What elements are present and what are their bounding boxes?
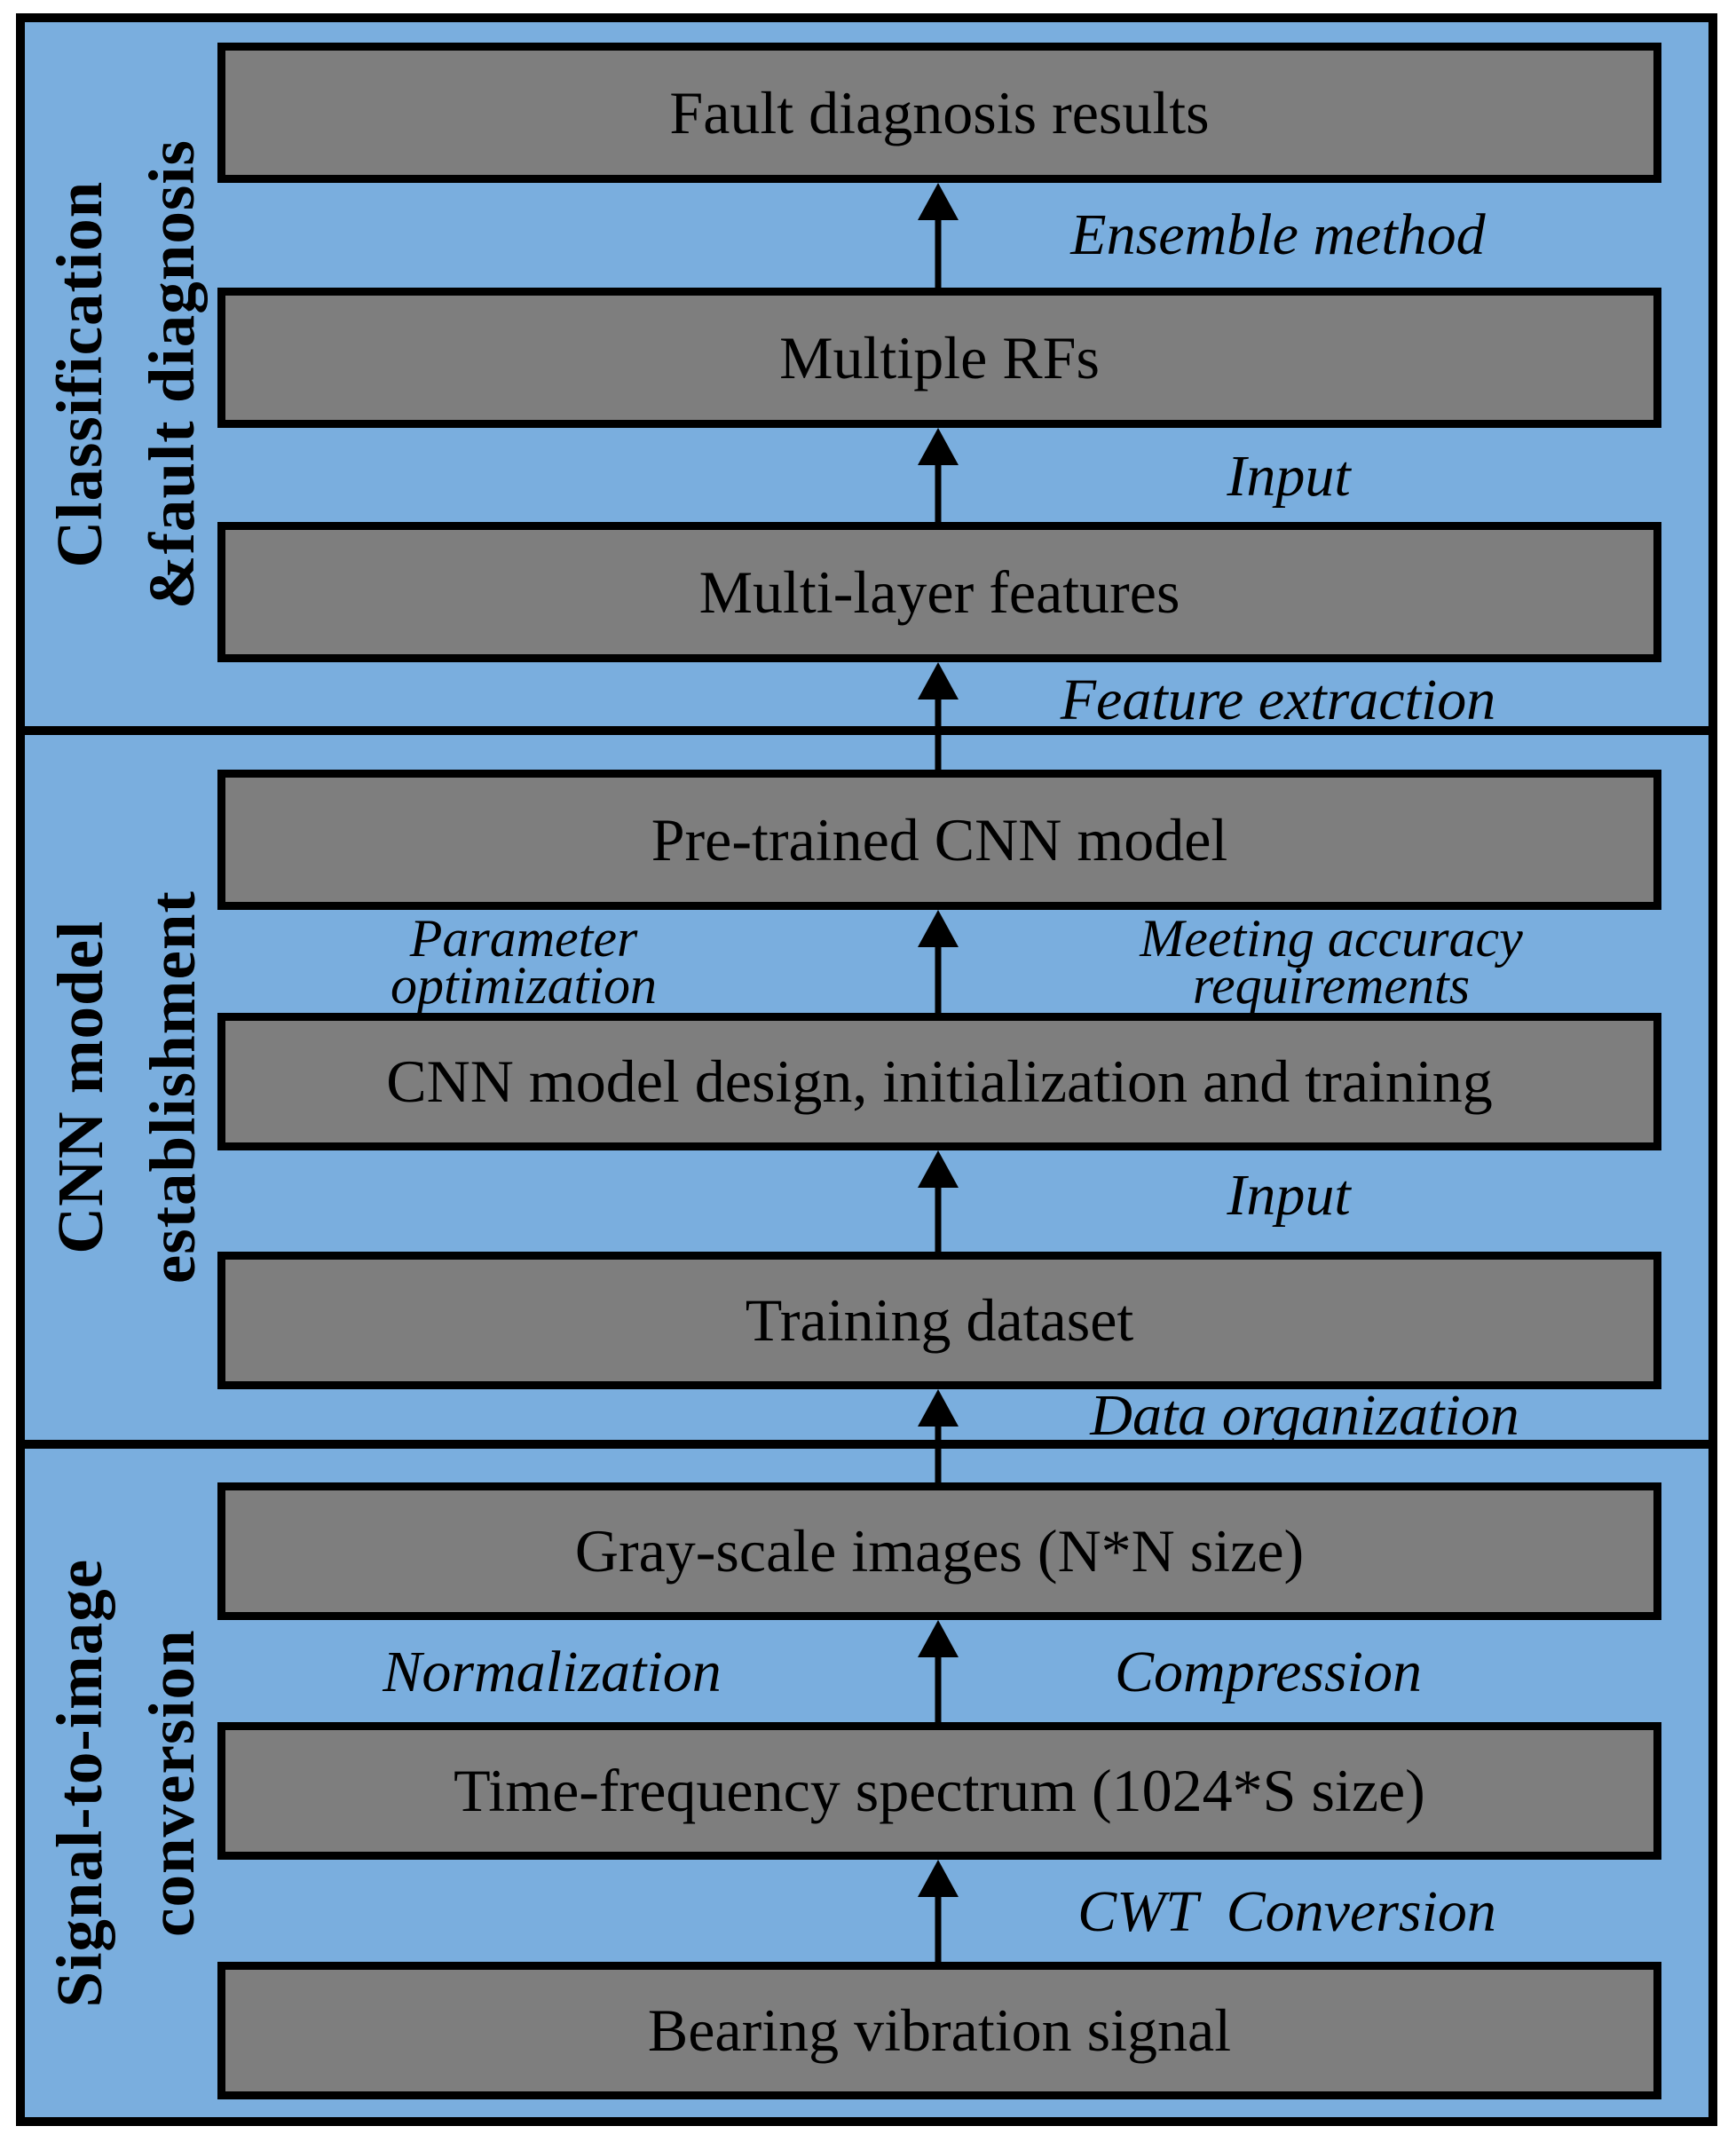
box-label: Bearing vibration signal — [647, 1996, 1232, 2064]
arrowhead-icon — [918, 183, 959, 220]
box-label: Fault diagnosis results — [669, 78, 1210, 146]
box-training-dataset: Training dataset — [217, 1252, 1661, 1389]
label-parameter-optimization: Parameter optimization — [390, 909, 658, 1015]
label-cwt-conversion: CWT Conversion — [1077, 1879, 1496, 1944]
section-title-signal-to-image: Signal-to-image conversion — [43, 1558, 208, 2008]
box-multiple-rfs: Multiple RFs — [217, 288, 1661, 428]
box-gray-scale-images: Gray-scale images (N*N size) — [217, 1482, 1661, 1620]
box-multi-layer-features: Multi-layer features — [217, 522, 1661, 662]
label-compression: Compression — [1115, 1640, 1422, 1704]
arrowhead-icon — [918, 1620, 959, 1657]
label-ensemble-method: Ensemble method — [1070, 202, 1486, 267]
arrow-up-ensemble — [918, 183, 959, 288]
box-label: Pre-trained CNN model — [651, 805, 1228, 873]
box-label: Gray-scale images (N*N size) — [574, 1517, 1305, 1585]
box-label: Multiple RFs — [779, 323, 1100, 391]
box-label: Training dataset — [745, 1286, 1134, 1354]
arrow-up-input-top — [918, 428, 959, 522]
box-fault-diagnosis-results: Fault diagnosis results — [217, 43, 1661, 183]
section-side-label-wrapper: Classification &fault diagnosis — [25, 22, 227, 726]
section-title-classification: Classification &fault diagnosis — [43, 138, 209, 610]
label-input-top: Input — [1227, 444, 1351, 509]
arrowhead-icon — [918, 1150, 959, 1188]
arrowhead-icon — [918, 910, 959, 947]
label-normalization: Normalization — [383, 1640, 722, 1704]
box-pre-trained-cnn-model: Pre-trained CNN model — [217, 770, 1661, 910]
arrow-up-cwt — [918, 1860, 959, 1962]
label-data-organization: Data organization — [1090, 1383, 1519, 1448]
section-title-cnn-model: CNN model establishment — [43, 890, 209, 1284]
box-label: CNN model design, initialization and tra… — [386, 1047, 1493, 1115]
arrow-up-meeting-accuracy — [918, 910, 959, 1013]
box-bearing-vibration-signal: Bearing vibration signal — [217, 1962, 1661, 2099]
arrowhead-icon — [918, 1389, 959, 1427]
label-feature-extraction: Feature extraction — [1060, 668, 1496, 732]
box-time-frequency-spectrum: Time-frequency spectrum (1024*S size) — [217, 1722, 1661, 1860]
label-meeting-accuracy-requirements: Meeting accuracy requirements — [1140, 909, 1523, 1015]
label-input-middle: Input — [1227, 1163, 1351, 1228]
arrowhead-icon — [918, 428, 959, 465]
arrowhead-icon — [918, 662, 959, 700]
section-side-label-wrapper: Signal-to-image conversion — [25, 1449, 227, 2117]
section-side-label-wrapper: CNN model establishment — [25, 735, 227, 1440]
box-label: Time-frequency spectrum (1024*S size) — [454, 1757, 1425, 1824]
box-label: Multi-layer features — [698, 557, 1180, 626]
arrow-up-data-organization — [918, 1389, 959, 1482]
arrow-up-feature-extraction — [918, 662, 959, 770]
arrow-up-input-middle — [918, 1150, 959, 1252]
box-cnn-model-design: CNN model design, initialization and tra… — [217, 1013, 1661, 1150]
arrow-up-compression — [918, 1620, 959, 1722]
arrowhead-icon — [918, 1860, 959, 1897]
